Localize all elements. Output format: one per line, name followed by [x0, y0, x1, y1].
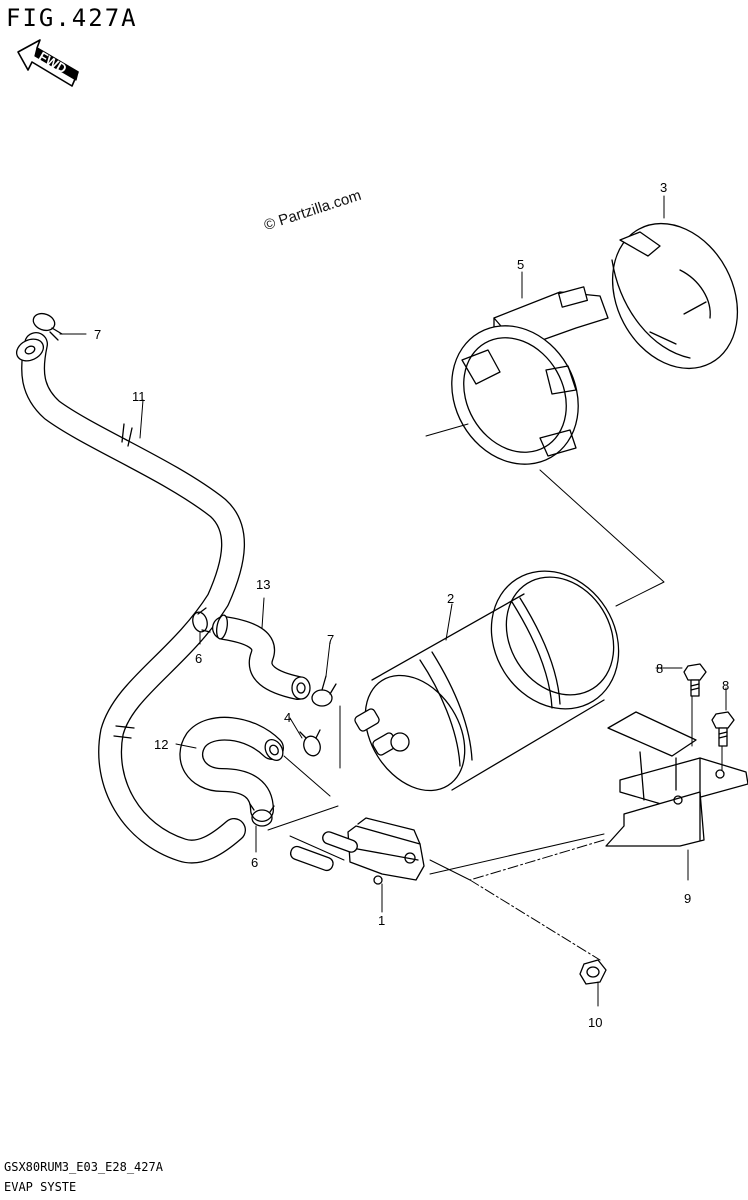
- callout-12: 12: [154, 737, 169, 752]
- callout-4: 4: [284, 710, 292, 725]
- callout-11: 11: [132, 389, 146, 404]
- bolt-8-right: [711, 711, 735, 747]
- callout-leaders: [59, 195, 727, 913]
- bolt-8-left: [683, 663, 707, 697]
- hose-clip-6-lower: [249, 803, 275, 827]
- mounting-bracket-9: [605, 711, 748, 847]
- callout-8-left: 8: [656, 661, 664, 676]
- canister-cover-3: [611, 222, 739, 370]
- callout-5: 5: [517, 257, 525, 272]
- hose-clip-7-top: [32, 312, 63, 341]
- callout-6-upper: 6: [195, 651, 203, 666]
- callout-9: 9: [684, 891, 692, 906]
- figure-code: GSX80RUM3_E03_E28_427A: [4, 1160, 163, 1174]
- leader-lines: [267, 423, 723, 1007]
- hose-12: [179, 716, 284, 822]
- purge-valve-1: [289, 817, 425, 885]
- callout-10: 10: [588, 1015, 603, 1030]
- hose-clip-4: [299, 729, 321, 757]
- canister-holder-5: [451, 286, 609, 465]
- hose-11: [15, 332, 246, 864]
- callout-13: 13: [256, 577, 271, 592]
- callout-7-top: 7: [94, 327, 102, 342]
- figure-caption: EVAP SYSTE: [4, 1180, 77, 1194]
- callout-3: 3: [660, 180, 668, 195]
- canister-2: [354, 570, 620, 792]
- hose-clip-7-middle: [311, 675, 337, 707]
- callout-1: 1: [378, 913, 386, 928]
- nut-10: [579, 959, 607, 985]
- callout-6-lower: 6: [251, 855, 259, 870]
- callout-8-right: 8: [722, 678, 730, 693]
- callout-7-middle: 7: [327, 632, 335, 647]
- figure-title: FIG.427A: [6, 4, 138, 32]
- fwd-arrow-icon: [17, 39, 79, 87]
- hose-13: [212, 614, 311, 700]
- hose-clip-6-upper: [192, 607, 211, 633]
- callout-2: 2: [447, 591, 455, 606]
